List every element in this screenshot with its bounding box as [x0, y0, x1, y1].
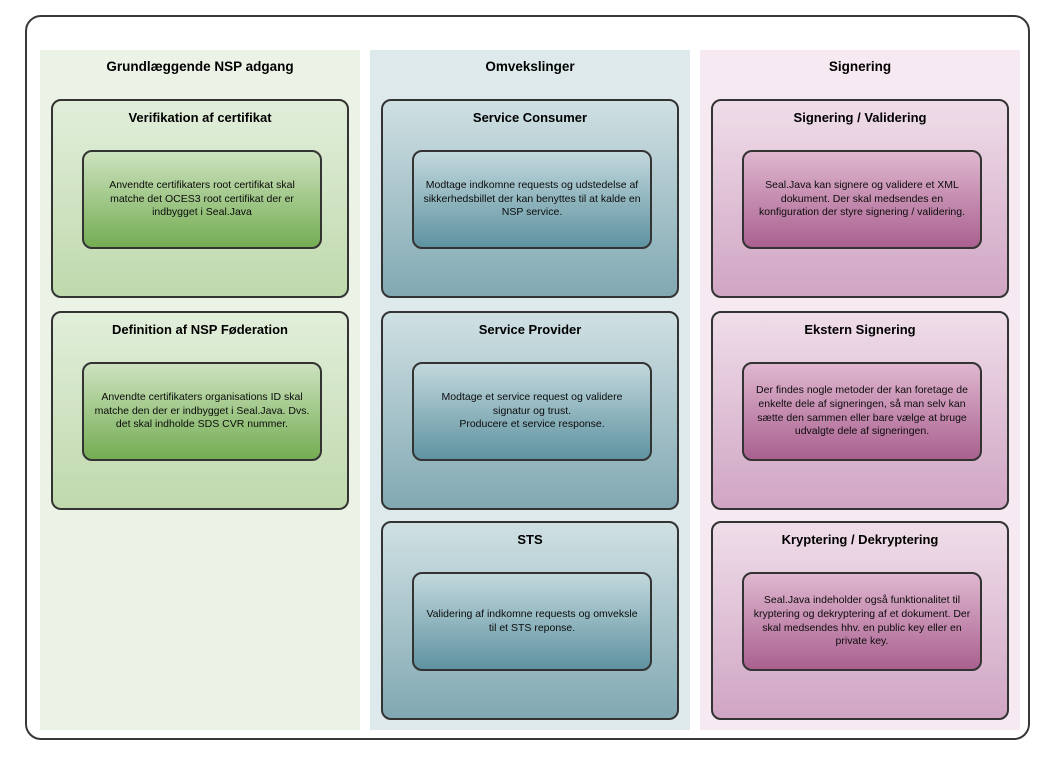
- column-nsp-adgang: Grundlæggende NSP adgang Verifikation af…: [40, 50, 360, 730]
- diagram-columns: Grundlæggende NSP adgang Verifikation af…: [40, 50, 1020, 730]
- inner-note: Modtage indkomne requests og udstedelse …: [412, 150, 652, 249]
- inner-note-text: Validering af indkomne requests og omvek…: [426, 607, 638, 634]
- inner-note-text: Modtage indkomne requests og udstedelse …: [423, 178, 641, 219]
- inner-note: Validering af indkomne requests og omvek…: [412, 572, 652, 671]
- column-signering: Signering Signering / Validering Seal.Ja…: [700, 50, 1020, 730]
- box-sts: STS Validering af indkomne requests og o…: [381, 521, 679, 720]
- box-verifikation-af-certifikat: Verifikation af certifikat Anvendte cert…: [51, 99, 349, 298]
- inner-note-text: Modtage et service request og validere s…: [441, 390, 623, 431]
- box-service-consumer: Service Consumer Modtage indkomne reques…: [381, 99, 679, 298]
- inner-note: Anvendte certifikaters organisations ID …: [82, 362, 322, 461]
- box-definition-af-nsp-foderation: Definition af NSP Føderation Anvendte ce…: [51, 311, 349, 510]
- inner-note: Modtage et service request og validere s…: [412, 362, 652, 461]
- box-kryptering-dekryptering: Kryptering / Dekryptering Seal.Java inde…: [711, 521, 1009, 720]
- inner-note-text: Anvendte certifikaters root certifikat s…: [109, 178, 295, 219]
- box-ekstern-signering: Ekstern Signering Der findes nogle metod…: [711, 311, 1009, 510]
- box-title: Kryptering / Dekryptering: [781, 532, 939, 547]
- column-omvekslinger: Omvekslinger Service Consumer Modtage in…: [370, 50, 690, 730]
- column-header-omvekslinger: Omvekslinger: [485, 59, 575, 74]
- inner-note: Seal.Java indeholder også funktionalitet…: [742, 572, 982, 671]
- inner-note: Seal.Java kan signere og validere et XML…: [742, 150, 982, 249]
- box-title: Service Provider: [478, 322, 582, 337]
- inner-note-text: Anvendte certifikaters organisations ID …: [94, 390, 310, 431]
- column-header-signering: Signering: [828, 59, 892, 74]
- box-title: Ekstern Signering: [804, 322, 916, 337]
- inner-note-text: Seal.Java kan signere og validere et XML…: [758, 178, 966, 219]
- box-service-provider: Service Provider Modtage et service requ…: [381, 311, 679, 510]
- box-title: Signering / Validering: [793, 110, 927, 125]
- box-title: Definition af NSP Føderation: [112, 322, 288, 337]
- column-header-nsp-adgang: Grundlæggende NSP adgang: [106, 59, 294, 74]
- inner-note-text: Seal.Java indeholder også funktionalitet…: [753, 593, 971, 648]
- diagram-frame: Grundlæggende NSP adgang Verifikation af…: [25, 15, 1030, 740]
- inner-note: Anvendte certifikaters root certifikat s…: [82, 150, 322, 249]
- box-title: Verifikation af certifikat: [128, 110, 272, 125]
- box-signering-validering: Signering / Validering Seal.Java kan sig…: [711, 99, 1009, 298]
- inner-note: Der findes nogle metoder der kan foretag…: [742, 362, 982, 461]
- box-title: STS: [517, 532, 543, 547]
- box-title: Service Consumer: [472, 110, 588, 125]
- inner-note-text: Der findes nogle metoder der kan foretag…: [756, 383, 968, 438]
